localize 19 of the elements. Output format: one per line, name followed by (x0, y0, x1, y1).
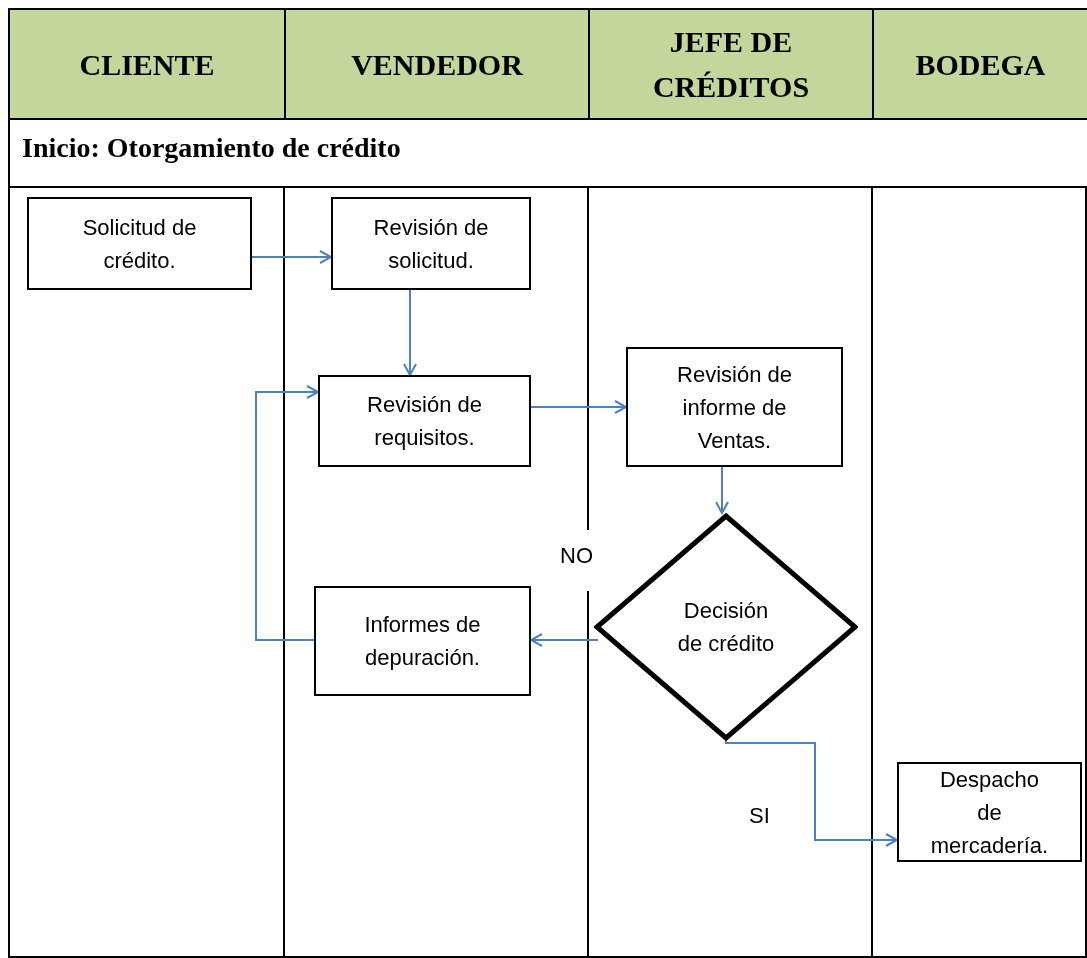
arrow (530, 400, 627, 414)
process-box: Informes de depuración. (314, 586, 531, 696)
phase-title: Inicio: Otorgamiento de crédito (22, 132, 401, 164)
process-box: Solicitud de crédito. (27, 197, 252, 290)
lane-header: CLIENTE (8, 8, 286, 120)
arrow (725, 740, 898, 847)
arrow (255, 385, 319, 641)
lane-header: BODEGA (872, 8, 1087, 120)
process-box: Revisión de informe de Ventas. (626, 347, 843, 467)
decision-diamond: Decisión de crédito (594, 513, 858, 741)
arrow (403, 289, 417, 376)
arrow (715, 466, 729, 514)
arrow (251, 250, 332, 264)
process-box: Revisión de requisitos. (318, 375, 531, 467)
lane-header: VENDEDOR (284, 8, 590, 120)
process-box: Revisión de solicitud. (331, 197, 531, 290)
process-box: Despacho de mercadería. (897, 762, 1082, 862)
arrow (530, 633, 599, 647)
lane-header: JEFE DE CRÉDITOS (588, 8, 874, 120)
